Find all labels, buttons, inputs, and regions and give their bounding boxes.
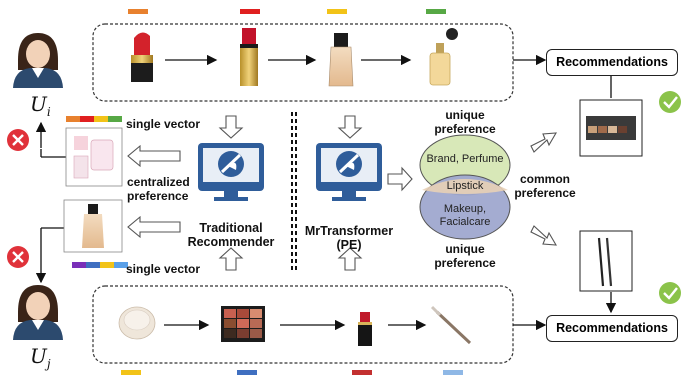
accept-icon-bottom xyxy=(659,282,681,304)
common-preference-label: common preference xyxy=(505,172,585,200)
mrtransformer-label: MrTransformer (PE) xyxy=(304,224,394,252)
product-brow-pencil xyxy=(430,305,472,345)
top-sequence-box xyxy=(92,23,514,102)
recommendations-top-box: Recommendations xyxy=(546,49,678,76)
unique-bottom-line2: preference xyxy=(434,256,496,270)
product-lipstick-ysl xyxy=(131,32,153,82)
single-vector-bottom-bar xyxy=(72,262,128,268)
unique-top-line1: unique xyxy=(445,108,485,122)
centralized-line1: centralized xyxy=(127,175,190,189)
product-cushion xyxy=(118,306,156,340)
product-perfume xyxy=(429,28,458,86)
preference-venn xyxy=(419,134,511,240)
user-j-label: Uj xyxy=(30,344,51,371)
unique-bottom-line1: unique xyxy=(445,242,485,256)
venn-bottom-text: Makeup, Facialcare xyxy=(420,203,510,229)
unique-preference-bottom-label: unique preference xyxy=(430,242,500,270)
single-vector-top-label: single vector xyxy=(126,117,201,131)
user-i-avatar xyxy=(13,33,63,88)
single-vector-bottom-label: single vector xyxy=(126,262,201,276)
traditional-monitor-icon xyxy=(198,143,264,201)
traditional-line2: Recommender xyxy=(187,235,275,249)
accept-icon-top xyxy=(659,91,681,113)
centralized-preference-label: centralized preference xyxy=(127,175,197,203)
venn-bottom-line1: Makeup, xyxy=(443,203,487,215)
traditional-line1: Traditional xyxy=(199,221,263,235)
unique-top-line2: preference xyxy=(434,122,496,136)
user-j-avatar xyxy=(13,285,63,340)
venn-bottom-line2: Facialcare xyxy=(439,216,491,228)
recommendations-bottom-box: Recommendations xyxy=(546,315,678,342)
mrtransformer-monitor-icon xyxy=(316,143,382,201)
unique-preference-top-label: unique preference xyxy=(430,108,500,136)
product-foundation xyxy=(328,33,354,87)
traditional-recommender-label: Traditional Recommender xyxy=(186,221,276,249)
bottom-item-color-bars xyxy=(121,370,463,375)
user-i-label: Ui xyxy=(30,92,51,119)
product-lipstick-chanel xyxy=(358,312,372,346)
venn-top-text: Brand, Perfume xyxy=(426,153,504,165)
common-line1: common xyxy=(519,172,570,186)
mrtransformer-line1: MrTransformer xyxy=(304,224,394,238)
recommended-pencil-image xyxy=(579,230,633,292)
reject-icon-top xyxy=(7,129,29,151)
top-item-color-bars xyxy=(128,9,446,14)
reject-icon-bottom xyxy=(7,246,29,268)
mrtransformer-line2: (PE) xyxy=(336,238,362,252)
single-vector-top-bar xyxy=(66,116,122,122)
product-palette xyxy=(221,306,265,342)
product-lipstick-gold xyxy=(240,28,258,86)
common-line2: preference xyxy=(514,186,576,200)
hollow-arrows xyxy=(127,115,558,271)
centralized-line2: preference xyxy=(127,189,189,203)
venn-middle-text: Lipstick xyxy=(446,180,484,192)
